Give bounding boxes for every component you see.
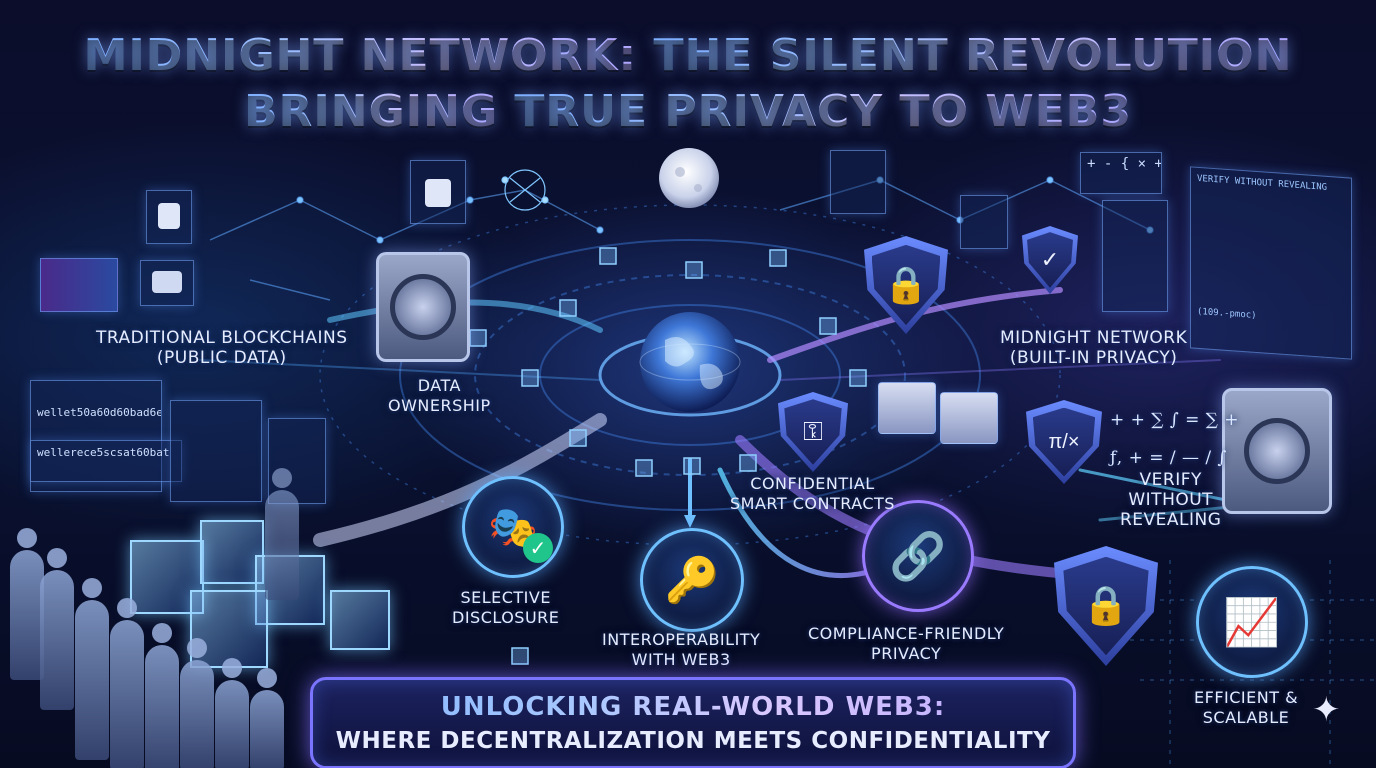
- key-icon: 🔑: [664, 556, 720, 605]
- vault-safe-icon: [376, 252, 470, 362]
- title-true-privacy: TRUE PRIVACY TO WEB3: [514, 86, 1132, 137]
- lock-panel-top: [410, 160, 466, 224]
- page-title-line-1: MIDNIGHT NETWORK: THE SILENT REVOLUTION: [0, 30, 1376, 81]
- document-folder-icon: [878, 382, 936, 434]
- grid-lines: [1100, 560, 1376, 768]
- lock-icon: 🔒: [883, 263, 929, 305]
- lock-icon: [158, 203, 180, 229]
- bottom-banner: UNLOCKING REAL-WORLD WEB3: WHERE DECENTR…: [310, 677, 1076, 768]
- mask-disclosure-icon: 🎭 ✓: [462, 476, 564, 578]
- label-confidential-smart-contracts: CONFIDENTIAL SMART CONTRACTS: [730, 474, 895, 513]
- label-efficient-scalable: EFFICIENT & SCALABLE: [1194, 688, 1299, 727]
- lock-panel-top-left: [146, 190, 192, 244]
- vault-safe-icon: [1222, 388, 1332, 514]
- code-panel-top-left: [40, 258, 118, 312]
- pi-icon: π/×: [1048, 430, 1080, 453]
- code-screen-left-1: wellet50a60d60bad6e: [30, 380, 162, 492]
- block-cube-5: [330, 590, 390, 650]
- chart-panel-top: [1102, 200, 1168, 312]
- code-screen-left-2: wellerece5scsat60bat: [30, 440, 182, 482]
- wallet-panel: [140, 260, 194, 306]
- moon-icon: [659, 148, 719, 208]
- formula-text-1: + + ∑ ∫ = ∑ +: [1110, 410, 1240, 430]
- bar-chart-icon: 📈: [1223, 595, 1281, 648]
- safe-dial: [1244, 418, 1310, 484]
- label-interoperability: INTEROPERABILITY WITH WEB3: [602, 630, 761, 669]
- lock-icon: 🔒: [1082, 584, 1130, 627]
- circuit-lines: [209, 176, 1154, 301]
- formula-text-top: + - { × + }: [1087, 156, 1161, 172]
- node-network-icon: [501, 169, 549, 211]
- label-selective-disclosure: SELECTIVE DISCLOSURE: [452, 588, 560, 627]
- key-icon: ⚿: [803, 416, 823, 446]
- check-badge-icon: ✓: [523, 533, 553, 563]
- check-icon: ✓: [1040, 247, 1060, 272]
- code-text-left-1: wellet50a60d60bad6e: [37, 406, 161, 419]
- formula-text-2: ƒ, + = / — / ∫: [1110, 448, 1227, 468]
- sparkle-icon: ✦: [1312, 691, 1341, 729]
- code-text-left-2: wellerece5scsat60bat: [37, 446, 170, 459]
- lock-icon: [425, 179, 451, 207]
- document-folder-icon: [940, 392, 998, 444]
- chain-link-icon: 🔗: [889, 529, 947, 582]
- block-cubes: [469, 247, 867, 665]
- globe-icon: [639, 312, 741, 412]
- title-silent-revolution: THE SILENT REVOLUTION: [653, 30, 1293, 81]
- formula-panel-top: + - { × + }: [1080, 152, 1162, 194]
- crowd: [0, 468, 300, 768]
- block-cube-2: [200, 520, 264, 584]
- growth-chart-icon: 📈: [1196, 566, 1308, 678]
- label-traditional-blockchains: TRADITIONAL BLOCKCHAINS (PUBLIC DATA): [96, 328, 348, 368]
- label-verify-without-revealing: VERIFY WITHOUT REVEALING: [1120, 470, 1222, 530]
- label-midnight-network: MIDNIGHT NETWORK (BUILT-IN PRIVACY): [1000, 328, 1188, 368]
- code-screen-left-3: [170, 400, 262, 502]
- title-bringing: BRINGING: [244, 86, 499, 137]
- shield-panel-top: [960, 195, 1008, 249]
- label-data-ownership: DATA OWNERSHIP: [388, 376, 491, 415]
- chain-compliance-icon: 🔗: [862, 500, 974, 612]
- page-title-line-2: BRINGING TRUE PRIVACY TO WEB3: [0, 86, 1376, 137]
- label-compliance-friendly-privacy: COMPLIANCE-FRIENDLY PRIVACY: [808, 624, 1005, 663]
- key-interop-icon: 🔑: [640, 528, 744, 632]
- code-screen-left-4: [268, 418, 326, 504]
- safe-dial: [390, 274, 456, 340]
- title-midnight-network: MIDNIGHT NETWORK:: [83, 30, 638, 81]
- banner-subheadline: WHERE DECENTRALIZATION MEETS CONFIDENTIA…: [335, 728, 1051, 754]
- banner-headline: UNLOCKING REAL-WORLD WEB3:: [313, 692, 1073, 722]
- document-panel-top: [830, 150, 886, 214]
- code-text-right-2: (109.-pmoc): [1197, 306, 1257, 321]
- code-panel-top-right: VERIFY WITHOUT REVEALING (109.-pmoc): [1190, 166, 1352, 360]
